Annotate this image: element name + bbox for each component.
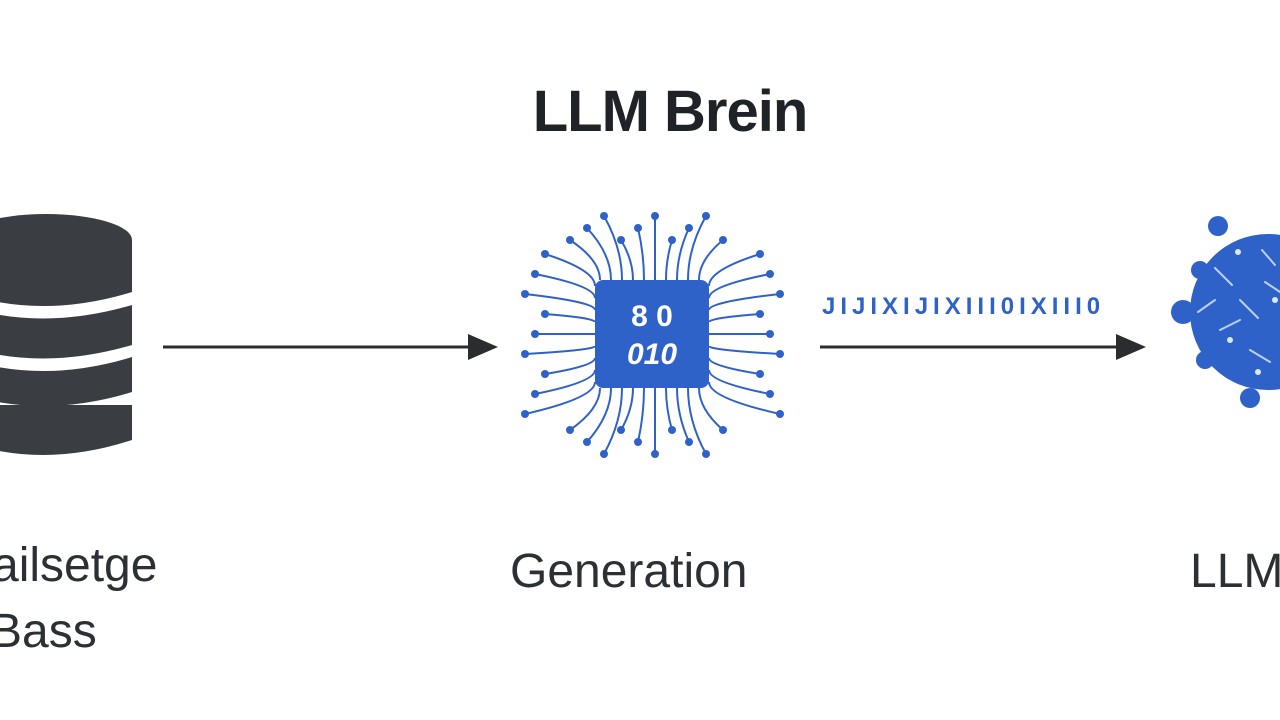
diagram-title: LLM Brein [532, 79, 809, 144]
brain-network-icon [1171, 216, 1280, 408]
binary-stream-label: JIJIXIJIXIII0IXIII0 [822, 293, 1105, 320]
circuit-trace [687, 387, 707, 455]
circuit-trace [708, 313, 761, 323]
circuit-trace [708, 357, 761, 375]
circuit-trace [708, 273, 771, 299]
knowledge-base-label-line1: ailsetge [0, 539, 158, 592]
chip-text-line1: 8 0 [631, 300, 673, 333]
circuit-trace [586, 227, 612, 281]
circuit-trace [586, 387, 612, 443]
circuit-trace [524, 345, 596, 355]
circuit-trace [534, 369, 596, 395]
circuit-trace [524, 293, 596, 311]
circuit-trace [708, 253, 761, 287]
circuit-trace [637, 227, 645, 281]
generation-label: Generation [510, 545, 748, 598]
chip-text-line2: 010 [627, 338, 677, 371]
arrow-chip-to-brain [820, 334, 1146, 360]
circuit-trace [603, 387, 623, 455]
circuit-trace [603, 215, 623, 281]
circuit-trace [620, 239, 634, 281]
circuit-trace [524, 381, 596, 415]
circuit-trace [708, 293, 781, 311]
circuit-trace [708, 381, 781, 415]
knowledge-base-label-line2: Bass [0, 605, 97, 658]
circuit-trace [569, 239, 601, 281]
circuit-trace [708, 345, 781, 355]
circuit-trace [544, 253, 596, 287]
circuit-trace [676, 227, 690, 281]
circuit-trace [637, 387, 645, 443]
circuit-trace [544, 313, 596, 323]
circuit-trace [665, 387, 673, 431]
arrow-db-to-chip [163, 334, 498, 360]
circuit-trace [569, 387, 601, 431]
circuit-trace [698, 239, 724, 281]
circuit-trace [708, 369, 771, 395]
llm-label: LLM [1190, 545, 1280, 598]
circuit-trace [544, 357, 596, 375]
circuit-trace [620, 387, 634, 431]
circuit-trace [698, 387, 724, 431]
chip-icon: 8 0 010 [521, 212, 784, 458]
circuit-trace [676, 387, 690, 443]
circuit-trace [534, 273, 596, 299]
circuit-trace [687, 215, 707, 281]
circuit-trace [665, 239, 673, 281]
database-icon [0, 214, 132, 455]
